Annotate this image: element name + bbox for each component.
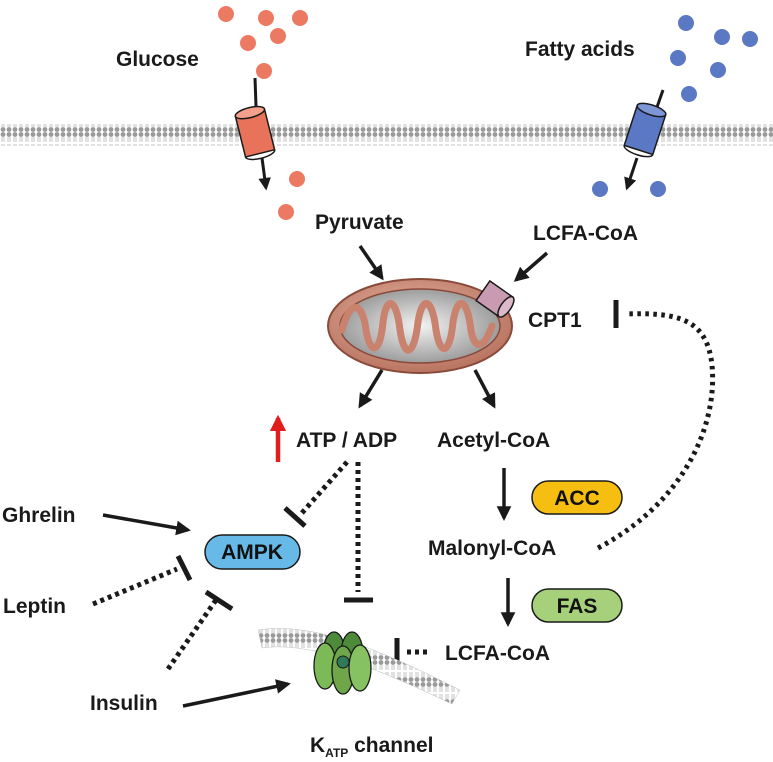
fas-label: FAS [557,595,598,618]
ampk-inhibition-bar [283,506,307,528]
glucose-transporter-icon [234,77,276,191]
acetyl-coa-label: Acetyl-CoA [437,429,550,452]
fatty-acid-molecules [592,15,758,197]
cpt1-label: CPT1 [528,309,582,332]
lcfa-coa-bottom-label: LCFA-CoA [445,642,550,665]
katp-channel-label: KATP channel [310,734,433,760]
plasma-membrane [0,124,773,146]
ghrelin-ampk-arrow [102,513,191,536]
cpt1-transporter-icon [475,279,515,318]
glucose-molecules [218,6,308,220]
ghrelin-label: Ghrelin [2,504,76,527]
pyruvate-label: Pyruvate [315,211,404,234]
leptin-ampk-inhibition [92,566,178,607]
atp-ampk-inhibition [299,460,349,516]
insulin-katp-arrow [182,679,291,708]
mitochondrion-icon [327,278,513,374]
insulin-label: Insulin [90,692,158,715]
fas-enzyme-pill [531,588,623,623]
fatty-acids-label: Fatty acids [525,38,635,61]
malonyl-cpt1-inhibition [596,311,716,551]
atp-adp-label: ATP / ADP [296,429,397,452]
atp-output-arrow [358,369,384,409]
lcfa-coa-arrow [513,251,549,282]
leptin-label: Leptin [3,595,66,618]
pyruvate-arrow [358,245,384,281]
acetyl-output-arrow [473,369,496,409]
katp-channel-icon [313,631,372,695]
insulin-inhibition-bar [204,589,234,612]
leptin-inhibition-bar [175,554,193,582]
insulin-ampk-inhibition [165,598,219,671]
ampk-enzyme-pill [204,534,301,570]
fatty-acid-transporter-icon [623,89,667,191]
acc-enzyme-pill [531,480,623,515]
glucose-label: Glucose [116,48,199,71]
malonyl-coa-label: Malonyl-CoA [428,537,556,560]
katp-membrane [257,628,461,705]
ampk-label: AMPK [221,541,283,564]
lcfa-coa-top-label: LCFA-CoA [533,222,638,245]
acc-label: ACC [554,487,600,510]
